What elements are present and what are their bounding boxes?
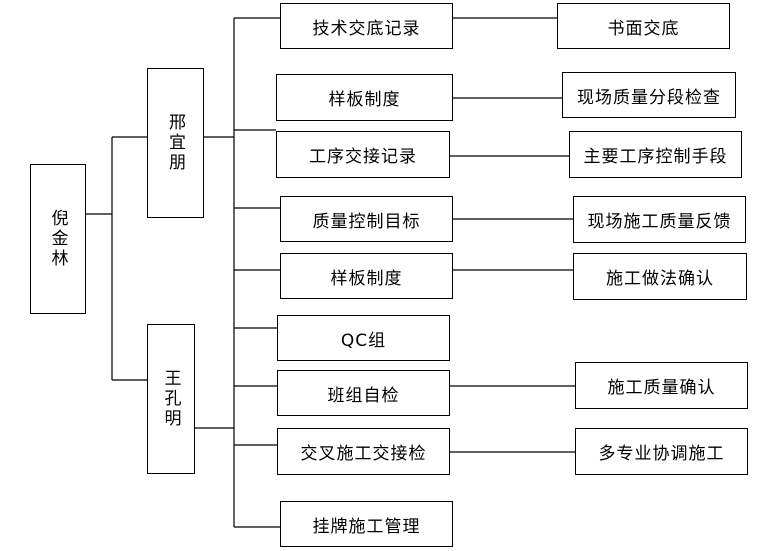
manager-node-1: 邢宜朋 <box>147 68 204 218</box>
result-node: 主要工序控制手段 <box>569 131 742 178</box>
item-node: 交叉施工交接检 <box>277 428 450 475</box>
result-node: 施工做法确认 <box>573 253 747 300</box>
item-node: 技术交底记录 <box>280 3 453 49</box>
manager-label-2: 王孔明 <box>160 369 181 429</box>
item-node: 样板制度 <box>280 253 453 299</box>
root-label: 倪金林 <box>47 209 68 269</box>
item-node: 挂牌施工管理 <box>280 501 453 547</box>
item-node: 班组自检 <box>277 370 450 416</box>
result-node: 多专业协调施工 <box>575 428 748 475</box>
result-node: 现场质量分段检查 <box>562 72 736 118</box>
result-node: 施工质量确认 <box>575 362 748 409</box>
manager-node-2: 王孔明 <box>147 324 195 474</box>
result-node: 书面交底 <box>557 3 730 49</box>
item-node: 样板制度 <box>276 74 453 121</box>
result-node: 现场施工质量反馈 <box>573 196 746 243</box>
item-node: QC组 <box>277 315 450 361</box>
manager-label-1: 邢宜朋 <box>165 113 185 173</box>
item-node: 工序交接记录 <box>276 131 450 178</box>
item-node: 质量控制目标 <box>280 196 453 242</box>
root-node: 倪金林 <box>30 164 86 314</box>
